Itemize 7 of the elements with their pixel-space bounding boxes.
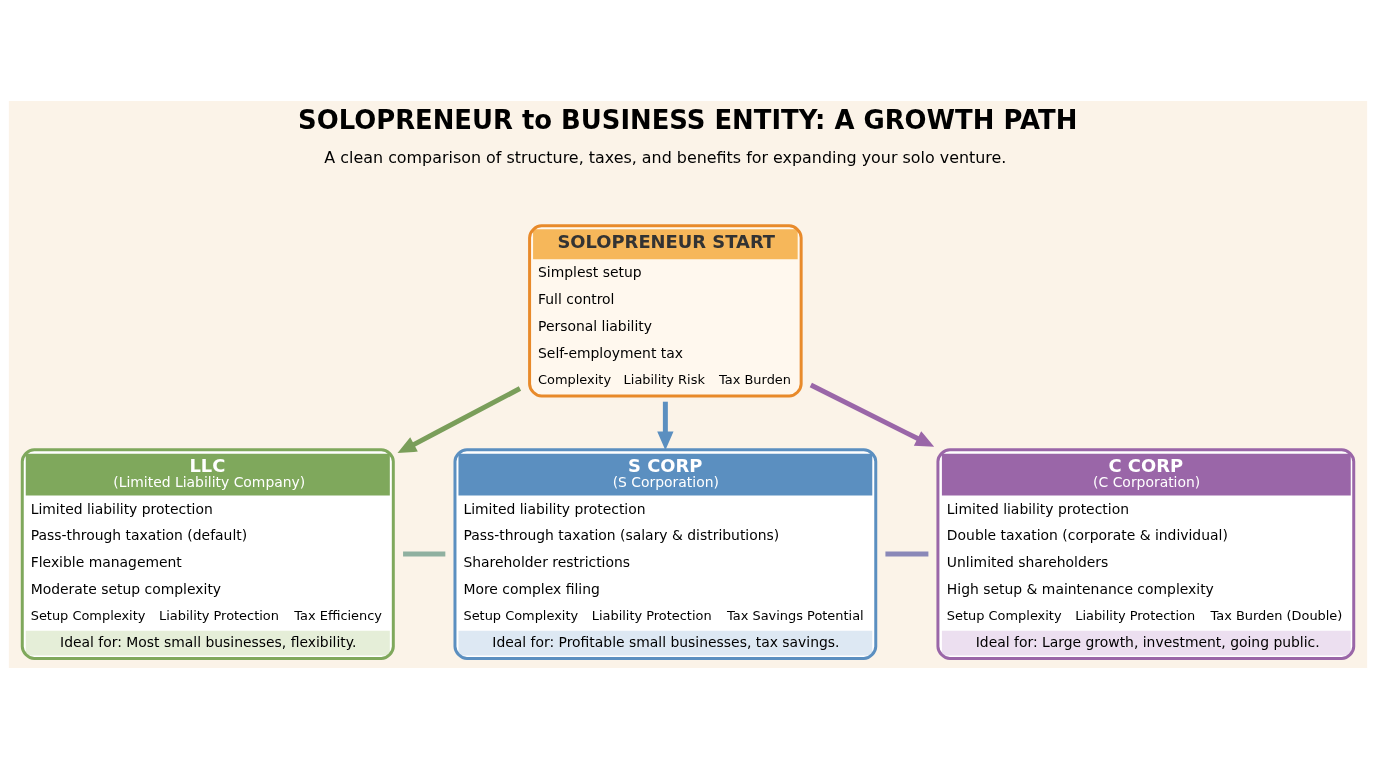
connector — [403, 551, 446, 557]
arrow — [809, 382, 935, 447]
arrow — [397, 385, 522, 453]
label: A clean comparison of structure, taxes, and benefits for expanding your solo venture. — [324, 147, 1007, 167]
connector — [885, 551, 929, 557]
arrow — [657, 401, 674, 450]
diagram-title: SOLOPRENEUR to BUSINESS ENTITY: A GROWTH PATH — [298, 104, 1078, 135]
